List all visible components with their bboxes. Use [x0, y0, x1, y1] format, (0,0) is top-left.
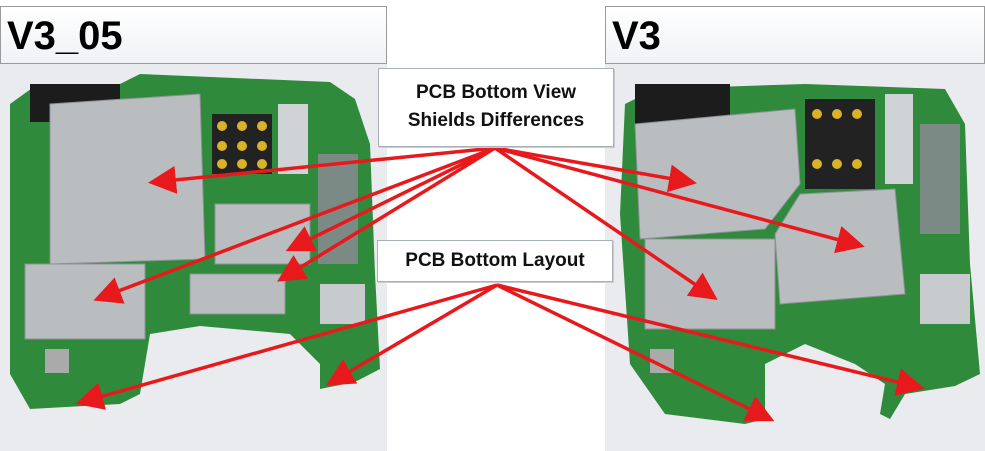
shield-lower — [24, 263, 146, 340]
arrow-layout-right-b — [496, 283, 925, 396]
switch — [45, 349, 69, 373]
arrow-shield-left-small — [277, 146, 496, 282]
left-panel: V3_05 — [0, 6, 387, 451]
callout-shields-line2: Shields Differences — [407, 110, 585, 131]
shield-small-top — [885, 94, 913, 184]
sim-contacts — [212, 114, 272, 174]
callout-bottom-layout: PCB Bottom Layout — [377, 240, 613, 282]
pcb-photo-v3-05 — [10, 74, 380, 409]
callout-shield-differences: PCB Bottom View Shields Differences — [378, 68, 614, 147]
callout-shields-line1: PCB Bottom View — [415, 82, 577, 103]
arrow-layout-left-a — [75, 283, 498, 410]
arrow-shield-left-mid — [285, 146, 496, 252]
vibrator — [920, 124, 960, 234]
arrow-shield-right-main — [494, 146, 697, 193]
left-panel-title: V3_05 — [0, 6, 387, 64]
arrow-shield-right-lower — [494, 146, 718, 300]
shield-small-top — [278, 104, 308, 174]
sim-contacts — [805, 99, 875, 189]
usb-port — [320, 284, 365, 324]
shield-main — [634, 108, 801, 240]
shield-small-lower — [189, 273, 286, 315]
right-panel-title: V3 — [605, 6, 985, 64]
arrow-layout-left-b — [325, 283, 498, 386]
arrow-shield-right-mid — [494, 146, 865, 254]
right-panel: V3 — [605, 6, 985, 451]
arrow-layout-right-a — [496, 283, 775, 422]
pcb-photo-v3 — [620, 84, 980, 424]
arrow-shield-left-main — [148, 146, 496, 194]
arrow-shield-left-lower — [93, 146, 496, 304]
callout-layout-label: PCB Bottom Layout — [405, 250, 585, 271]
usb-port — [920, 274, 970, 324]
